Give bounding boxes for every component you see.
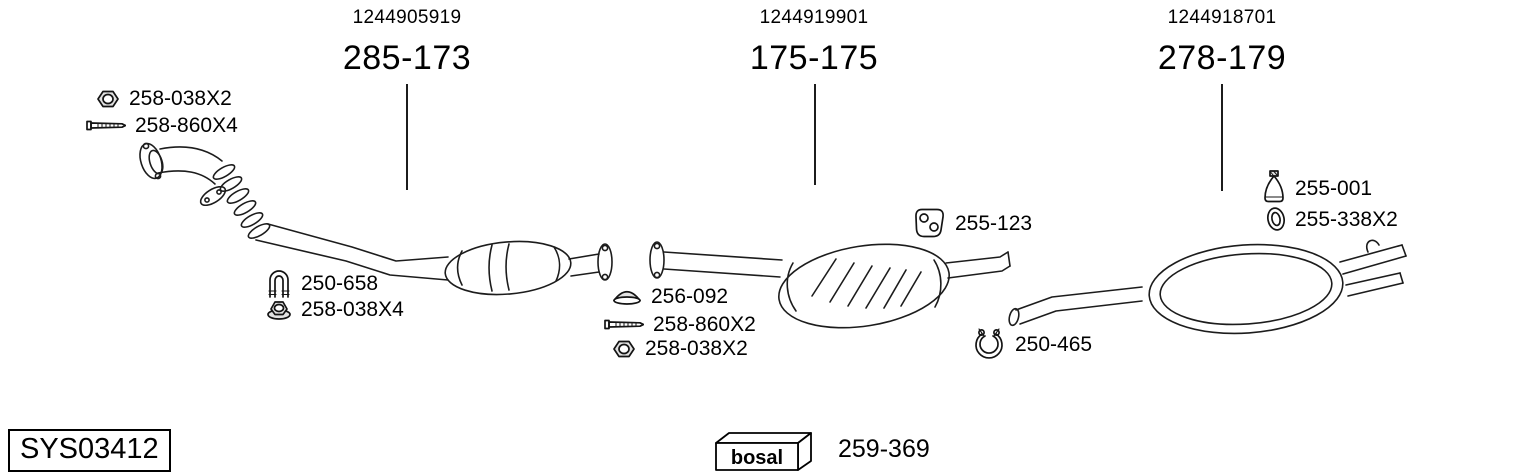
oe-number: 1244919901 [759, 7, 869, 28]
part-number-label: 255-001 [1295, 176, 1373, 200]
u-bolt-icon [268, 270, 290, 298]
bolt-icon [604, 319, 644, 330]
hex-nut-icon [613, 340, 635, 357]
part-number-label: 258-860X4 [135, 114, 238, 137]
assembly-header-centre: 1244919901 175-175 [699, 8, 929, 75]
part-callout: 258-038X2 [612, 338, 748, 359]
part-number-label: 258-038X2 [645, 337, 748, 360]
part-number-label: 258-038X2 [129, 87, 232, 110]
part-callout: 255-001 [1262, 170, 1372, 206]
brand-part-number: 259-369 [838, 435, 930, 463]
assembly-part-number: 175-175 [749, 39, 879, 77]
bolt-icon [86, 120, 126, 131]
part-callout: 256-092 [612, 286, 728, 307]
brand-logo-text: bosal [731, 447, 783, 469]
rubber-hanger-icon [915, 208, 944, 238]
part-callout: 250-465 [972, 328, 1092, 360]
part-callout: 255-338X2 [1266, 206, 1398, 232]
oe-number: 1244918701 [1167, 7, 1277, 28]
rubber-buffer-icon [1264, 170, 1284, 203]
part-callout: 255-123 [912, 208, 1032, 238]
part-number-label: 258-860X2 [653, 313, 756, 336]
part-number-label: 250-465 [1015, 332, 1093, 356]
clamp-icon [975, 328, 1003, 359]
part-callout: 258-038X2 [96, 88, 232, 109]
assembly-part-number: 285-173 [342, 39, 472, 77]
flange-nut-icon [267, 301, 291, 320]
seal-ring-icon [1266, 207, 1286, 231]
part-number-label: 255-338X2 [1295, 207, 1398, 231]
assembly-part-number: 278-179 [1157, 39, 1287, 77]
part-callout: 250-658 [266, 268, 378, 298]
system-code: SYS03412 [8, 429, 171, 472]
part-callout: 258-860X4 [86, 115, 238, 136]
leader-line-front [406, 84, 408, 190]
gasket-cap-icon [613, 290, 641, 305]
leader-line-rear [1221, 84, 1223, 191]
brand-logo: bosal [715, 432, 812, 471]
assembly-header-front: 1244905919 285-173 [292, 8, 522, 75]
hex-nut-icon [97, 90, 119, 107]
oe-number: 1244905919 [352, 7, 462, 28]
part-number-label: 256-092 [651, 285, 729, 308]
part-callout: 258-860X2 [604, 314, 756, 335]
part-number-label: 250-658 [301, 271, 379, 295]
part-number-label: 258-038X4 [301, 298, 404, 321]
part-callout: 258-038X4 [266, 299, 404, 320]
leader-line-centre [814, 84, 816, 185]
assembly-header-rear: 1244918701 278-179 [1107, 8, 1337, 75]
part-number-label: 255-123 [955, 211, 1033, 235]
